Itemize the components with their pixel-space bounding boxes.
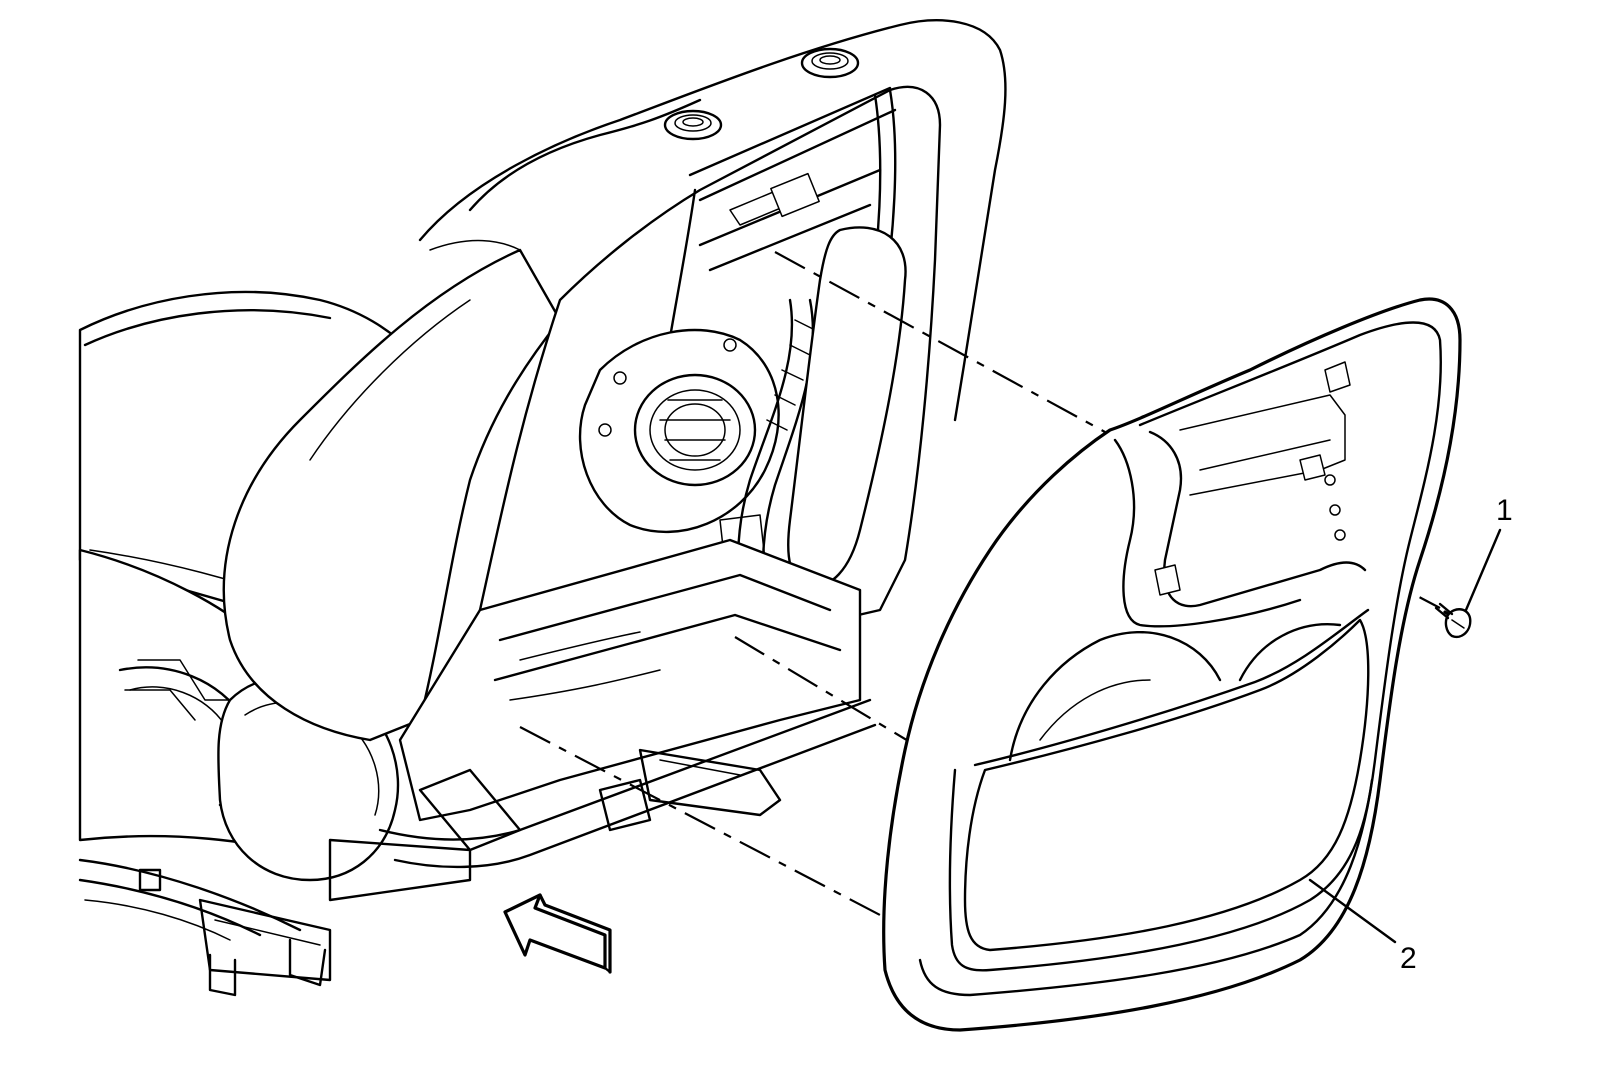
seat-assembly [78,19,1007,997]
speaker [578,328,780,534]
seatback-rear-panel [882,297,1462,1032]
callout-2-label: 2 [1400,942,1417,975]
callout-2-leader [1308,878,1397,944]
seat-base-frame [398,538,862,822]
callout-1-leader [1464,528,1502,612]
direction-arrow [503,893,612,974]
map-pocket-mesh [963,618,1370,952]
fastener-screw [1434,602,1472,639]
callout-2: 2 [1308,878,1417,975]
headrest-grommet-right [800,47,860,79]
rear-panel-outer [882,297,1462,1032]
headrest-grommet-left [663,109,723,141]
callout-1-label: 1 [1496,494,1513,527]
seatback-front [222,248,562,742]
callout-1: 1 [1464,494,1513,612]
